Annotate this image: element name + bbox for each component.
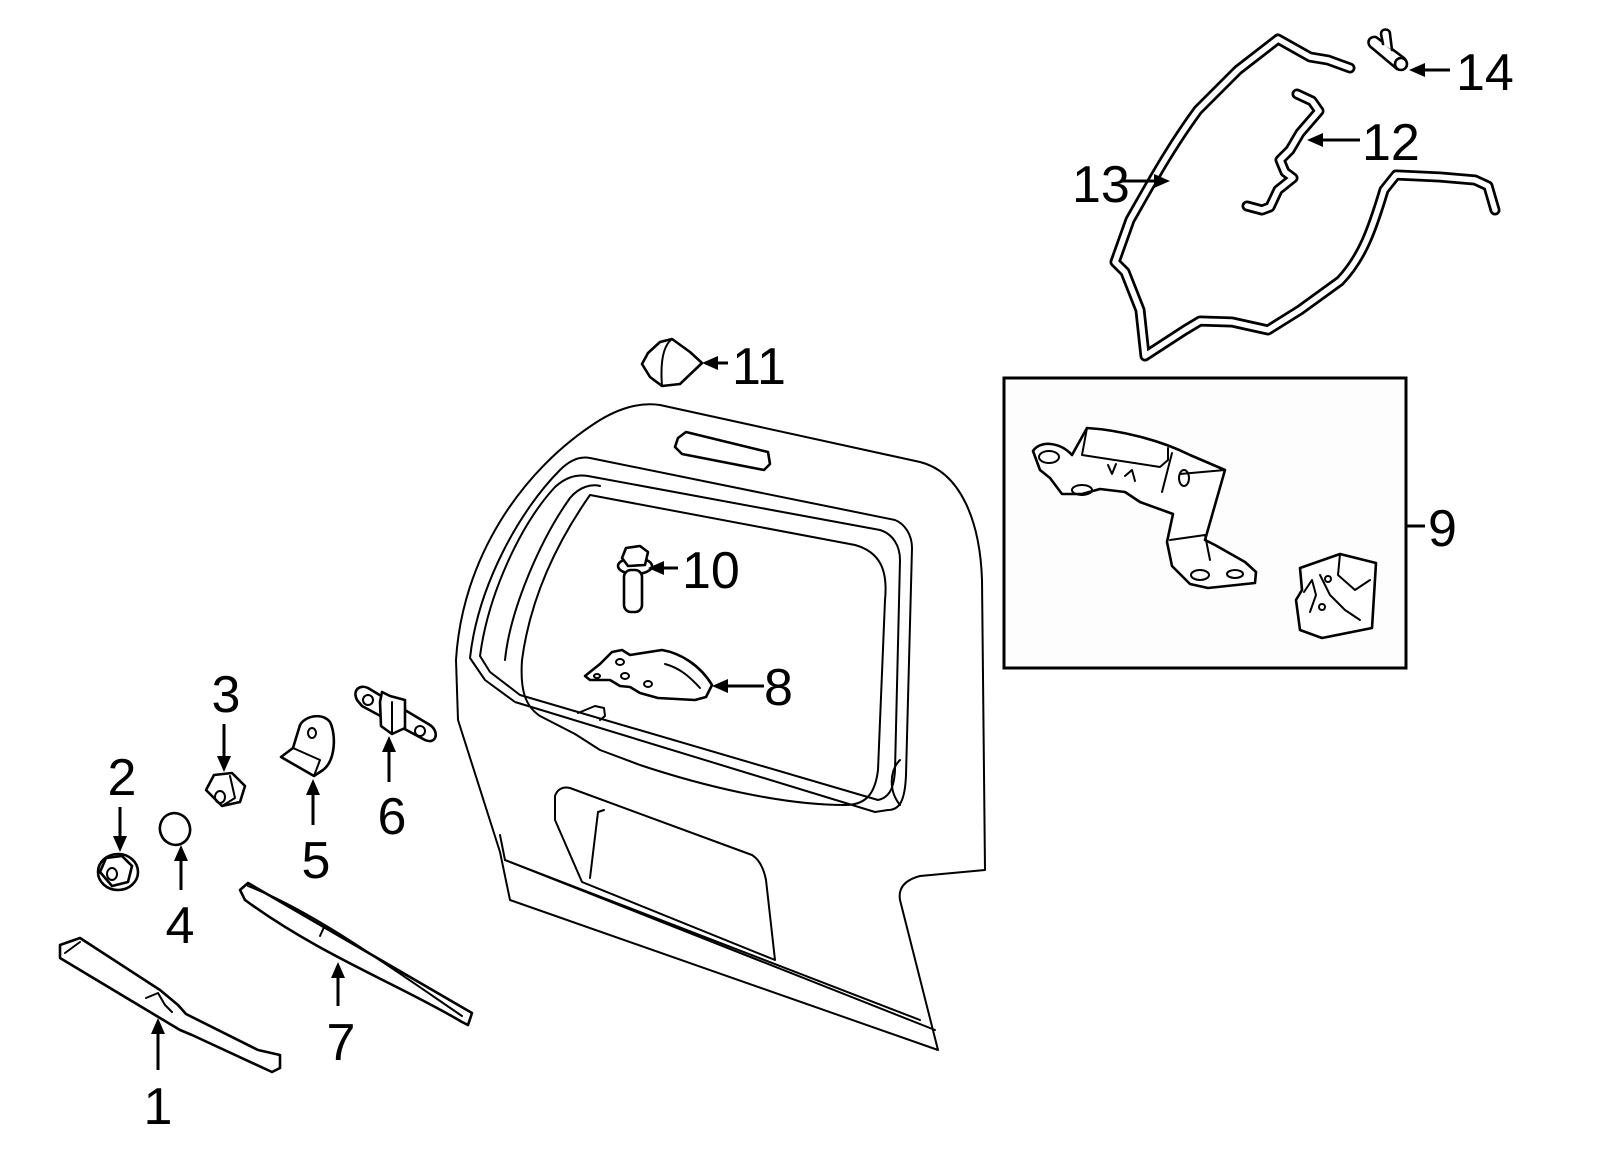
liftgate-panel	[455, 403, 986, 1051]
wiper-blade-part[interactable]	[238, 881, 474, 1027]
washer-part[interactable]	[155, 809, 194, 849]
callout-label-3: 3	[212, 666, 241, 724]
clip-bracket-part[interactable]	[354, 685, 438, 743]
hinge-kit-box[interactable]	[1002, 376, 1408, 670]
callout-label-1: 1	[144, 1078, 173, 1136]
callout-label-8: 8	[764, 659, 793, 717]
bracket-part[interactable]	[279, 714, 336, 778]
callout-label-13: 13	[1072, 156, 1130, 214]
callout-13[interactable]: 13	[1072, 156, 1170, 214]
callout-label-14: 14	[1456, 44, 1514, 102]
callout-8[interactable]: 8	[712, 659, 793, 717]
weatherstrip-hose-part[interactable]	[1109, 33, 1501, 362]
callout-label-7: 7	[327, 1014, 356, 1072]
callout-9[interactable]: 9	[1406, 500, 1457, 558]
bolt-part[interactable]	[616, 544, 654, 614]
connector-part[interactable]	[1367, 28, 1409, 72]
callout-label-2: 2	[108, 749, 137, 807]
callout-label-5: 5	[302, 832, 331, 890]
wiper-arm-part[interactable]	[58, 936, 282, 1074]
callout-label-10: 10	[682, 542, 740, 600]
flange-nut-part[interactable]	[96, 852, 140, 892]
callout-12[interactable]: 12	[1307, 114, 1420, 172]
hex-nut-part[interactable]	[204, 771, 247, 808]
callout-label-12: 12	[1362, 114, 1420, 172]
callout-label-9: 9	[1428, 500, 1457, 558]
callout-1[interactable]: 1	[144, 1018, 173, 1136]
callout-label-4: 4	[166, 897, 195, 955]
callout-7[interactable]: 7	[327, 962, 356, 1072]
callout-label-6: 6	[378, 788, 407, 846]
callout-11[interactable]: 11	[702, 338, 786, 396]
callout-14[interactable]: 14	[1409, 44, 1514, 102]
callout-label-11: 11	[732, 338, 786, 396]
latch-striker-part[interactable]	[583, 648, 714, 702]
callout-2[interactable]: 2	[108, 749, 137, 852]
bumper-stop-part[interactable]	[640, 337, 704, 388]
callout-3[interactable]: 3	[212, 666, 241, 772]
small-hose-part[interactable]	[1241, 88, 1325, 216]
callout-5[interactable]: 5	[302, 779, 331, 890]
callout-10[interactable]: 10	[648, 542, 740, 600]
callout-6[interactable]: 6	[378, 736, 407, 846]
callout-4[interactable]: 4	[166, 845, 195, 955]
